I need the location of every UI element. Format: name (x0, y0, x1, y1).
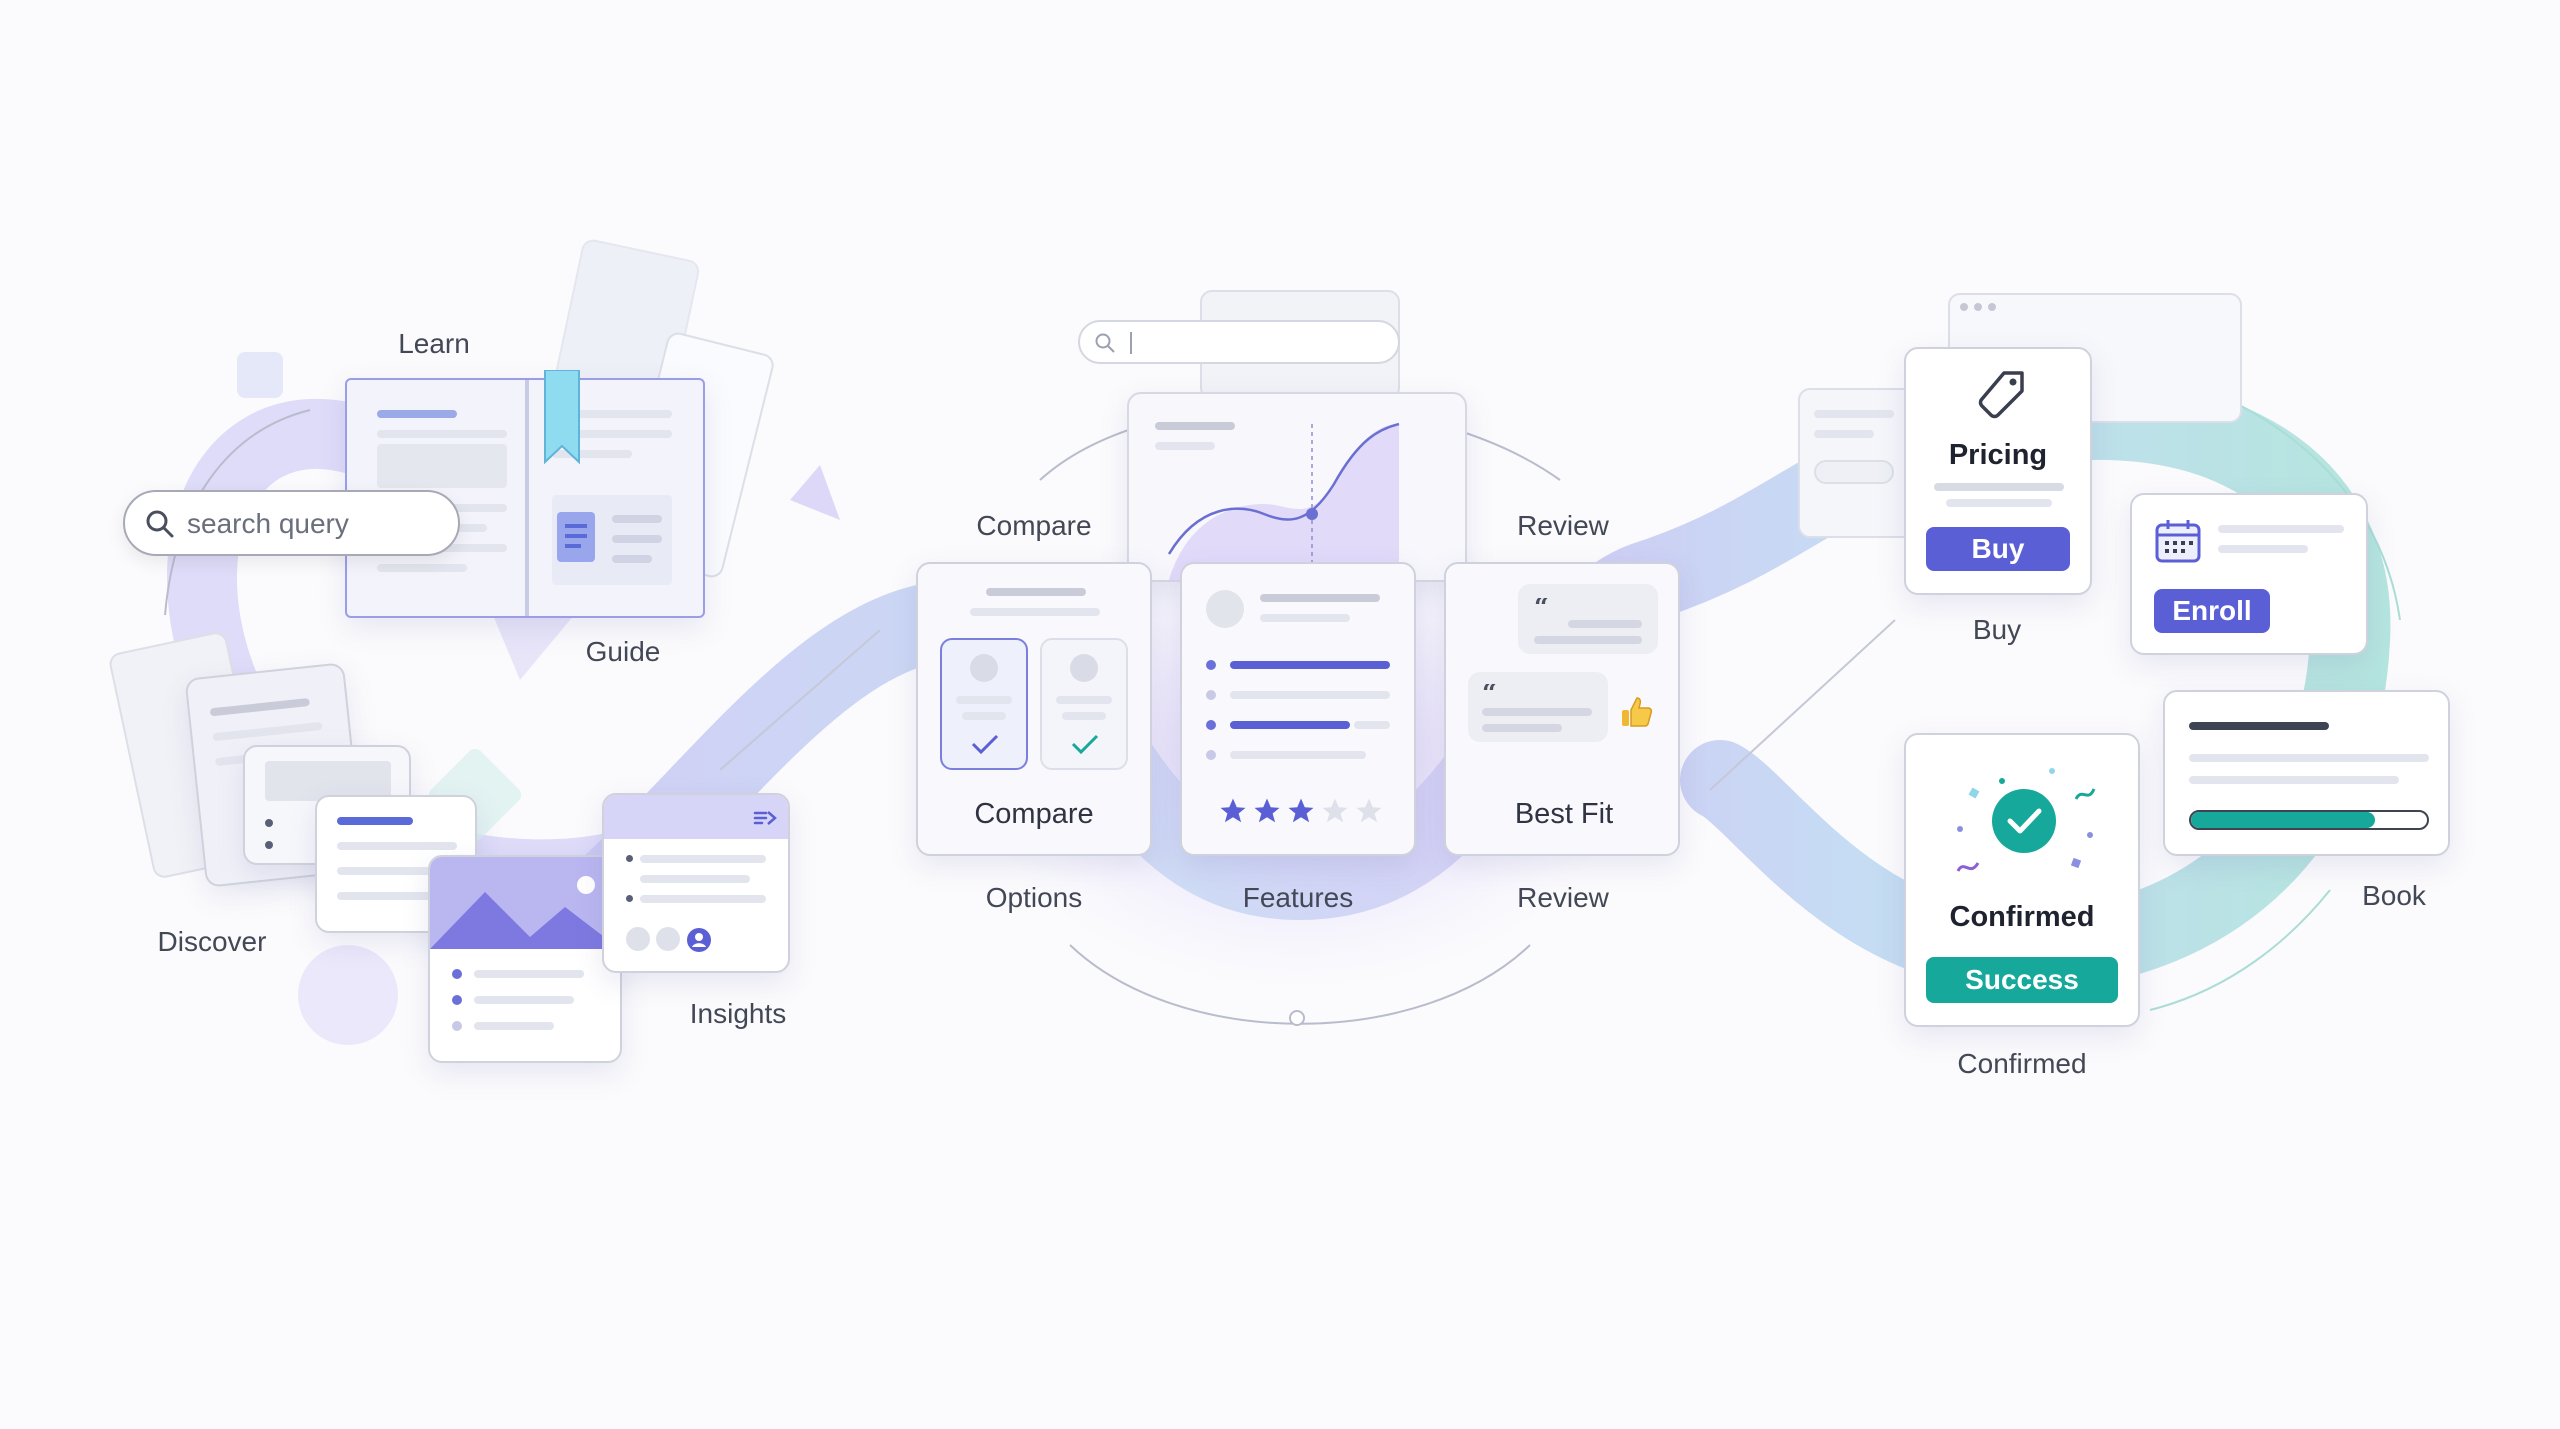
share-icon[interactable] (752, 807, 778, 829)
calendar-icon (2155, 520, 2201, 563)
review-card[interactable]: “ “ Best Fit (1444, 562, 1680, 856)
quote-icon: “ (1534, 598, 1549, 616)
thumbs-up-icon[interactable] (1618, 694, 1654, 730)
search-bar-top[interactable] (1078, 320, 1400, 364)
bookmark-icon (544, 370, 580, 465)
label-book: Book (2362, 880, 2426, 911)
review-quote-top: “ (1518, 584, 1658, 654)
features-card[interactable] (1180, 562, 1416, 856)
option-a-selected[interactable] (940, 638, 1028, 770)
label-compare-top: Compare (976, 510, 1092, 541)
label-review-bottom: Review (1517, 882, 1609, 913)
search-icon (1095, 333, 1115, 353)
svg-text:“: “ (1482, 684, 1497, 702)
star-icon[interactable] (1354, 796, 1384, 826)
price-tag-icon (1978, 371, 2024, 419)
success-button[interactable]: Success (1926, 957, 2118, 1003)
pricing-card[interactable]: Pricing Buy (1904, 347, 2092, 595)
search-icon (146, 510, 174, 538)
confirmed-title: Confirmed (1949, 901, 2095, 933)
label-buy: Buy (1972, 614, 2022, 645)
buy-button[interactable]: Buy (1926, 527, 2070, 571)
image-icon (430, 857, 620, 949)
compare-card[interactable]: Compare (916, 562, 1152, 856)
star-icon[interactable] (1286, 796, 1316, 826)
booking-progress-bar (2189, 810, 2429, 830)
enroll-button[interactable]: Enroll (2154, 589, 2270, 633)
check-icon (971, 734, 999, 755)
label-discover: Discover (157, 926, 267, 957)
label-features: Features (1242, 882, 1354, 913)
label-review-top: Review (1517, 510, 1609, 541)
insights-card[interactable] (602, 793, 790, 973)
search-box[interactable]: search query (123, 490, 460, 556)
option-b[interactable] (1040, 638, 1128, 770)
image-card[interactable] (428, 855, 622, 1063)
trend-curve-chart (1167, 422, 1400, 580)
analytics-chart-panel (1127, 392, 1467, 582)
pricing-title: Pricing (1948, 439, 2048, 471)
side-panel-back (1798, 388, 1918, 538)
label-insights: Insights (689, 998, 787, 1029)
confirmed-card[interactable]: Confirmed Success (1904, 733, 2140, 1027)
svg-text:“: “ (1534, 598, 1549, 616)
enroll-card[interactable]: Enroll (2130, 493, 2368, 655)
star-icon[interactable] (1218, 796, 1248, 826)
review-quote-bottom: “ (1468, 672, 1608, 742)
label-learn: Learn (398, 328, 470, 359)
label-confirmed: Confirmed (1957, 1048, 2087, 1079)
booking-progress-card[interactable] (2163, 690, 2450, 856)
best-fit-title: Best Fit (1514, 798, 1614, 830)
star-icon[interactable] (1320, 796, 1350, 826)
avatar-icon[interactable] (686, 927, 712, 953)
check-circle-icon (1956, 768, 2096, 872)
label-guide: Guide (585, 636, 661, 667)
star-icon[interactable] (1252, 796, 1282, 826)
document-icon (557, 512, 595, 562)
search-input[interactable]: search query (187, 508, 349, 539)
check-icon (1071, 734, 1099, 755)
star-rating[interactable] (1218, 796, 1388, 828)
label-options: Options (985, 882, 1083, 913)
quote-icon: “ (1482, 684, 1497, 702)
compare-card-title: Compare (974, 798, 1094, 830)
